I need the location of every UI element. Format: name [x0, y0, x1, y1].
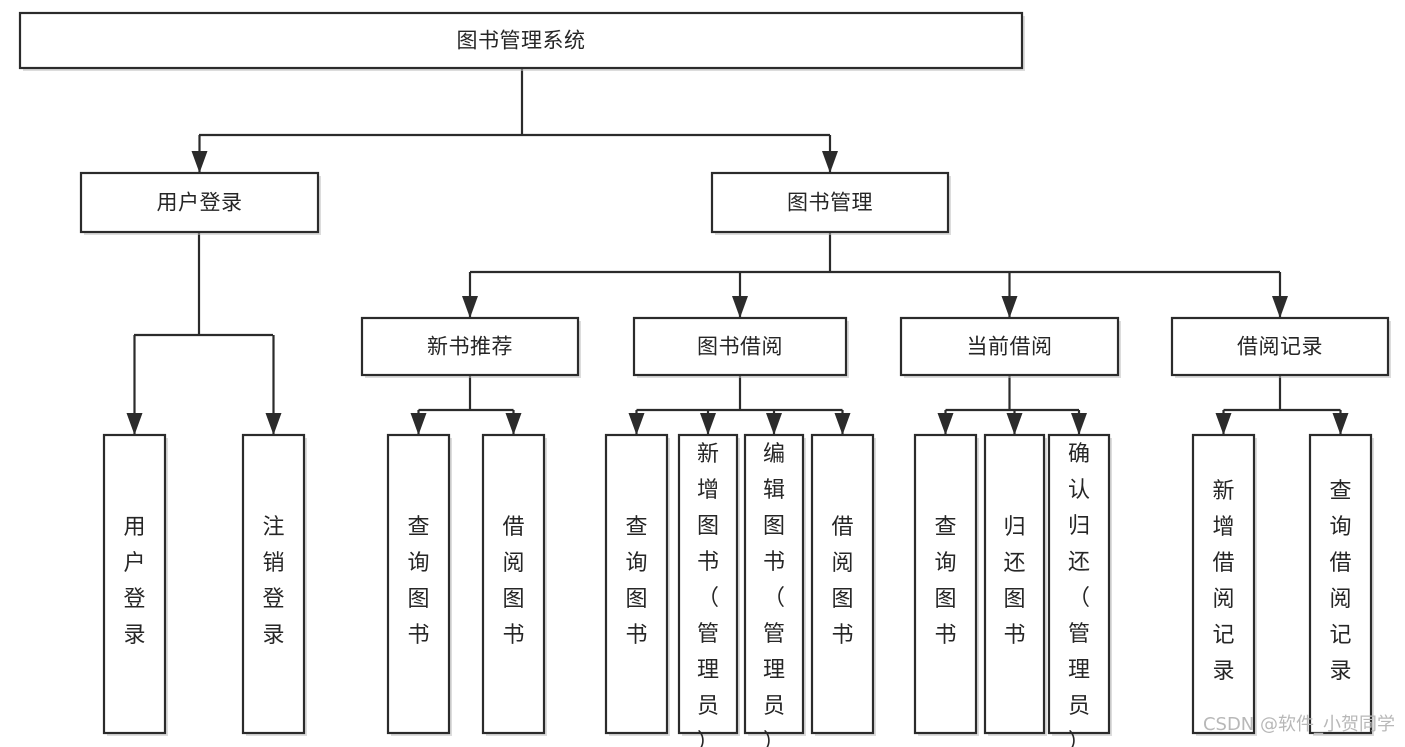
node-label: 图书管理	[787, 191, 873, 215]
node-label: 查询图书	[625, 515, 647, 648]
node-book-borrow[interactable]: 图书借阅	[632, 316, 849, 378]
node-box	[743, 433, 805, 735]
node-box	[1308, 433, 1373, 735]
node-box	[677, 433, 739, 735]
arrow-head-icon	[937, 413, 954, 435]
node-box	[899, 316, 1120, 377]
node-label: 查询图书	[934, 515, 956, 648]
node-leaf-borrow-book[interactable]: 借阅图书	[810, 433, 876, 736]
arrow-head-icon	[1332, 413, 1349, 435]
arrow-head-icon	[1001, 296, 1018, 318]
node-box	[360, 316, 580, 377]
node-leaf-query-book-new[interactable]: 查询图书	[386, 433, 452, 736]
arrow-head-icon	[732, 296, 748, 318]
node-box	[913, 433, 978, 735]
node-label: 确认归还（管理员）	[1068, 442, 1090, 747]
csdn-watermark: CSDN @软件_小贺同学	[1203, 714, 1395, 735]
node-label: 归还图书	[1003, 515, 1025, 648]
node-box	[481, 433, 546, 735]
node-label: 注销登录	[262, 515, 284, 648]
node-box	[386, 433, 451, 735]
node-box	[79, 171, 320, 234]
node-box	[983, 433, 1046, 735]
node-leaf-user-login[interactable]: 用户登录	[102, 433, 168, 736]
node-layer: 图书管理系统用户登录图书管理新书推荐图书借阅当前借阅借阅记录用户登录注销登录查询…	[18, 11, 1391, 747]
arrow-head-icon	[822, 151, 838, 173]
node-label: 借阅图书	[831, 515, 853, 648]
arrow-head-icon	[265, 413, 282, 435]
arrow-head-icon	[462, 296, 478, 318]
node-label: 查询图书	[407, 515, 429, 648]
node-leaf-edit-book-admin[interactable]: 编辑图书（管理员）	[743, 433, 806, 747]
node-label: 新书推荐	[427, 335, 513, 359]
node-label: 借阅图书	[502, 515, 524, 648]
node-label: 当前借阅	[967, 335, 1053, 359]
arrow-head-icon	[126, 413, 143, 435]
node-box	[241, 433, 306, 735]
node-box	[102, 433, 167, 735]
node-label: 新增借阅记录	[1212, 479, 1234, 684]
arrow-head-icon	[628, 413, 645, 435]
node-label: 新增图书（管理员）	[697, 442, 719, 747]
connector-layer	[126, 68, 1349, 435]
arrow-head-icon	[700, 413, 716, 435]
node-box	[810, 433, 875, 735]
node-label: 查询借阅记录	[1329, 479, 1351, 684]
node-leaf-add-borrow-record[interactable]: 新增借阅记录	[1191, 433, 1257, 736]
arrow-head-icon	[1272, 296, 1288, 318]
arrow-head-icon	[834, 413, 851, 435]
node-label: 图书管理系统	[457, 29, 586, 53]
node-label: 编辑图书（管理员）	[763, 442, 785, 747]
node-box	[18, 11, 1024, 70]
node-label: 图书借阅	[697, 335, 783, 359]
arrow-head-icon	[191, 151, 208, 173]
node-label: 用户登录	[123, 515, 145, 648]
arrow-head-icon	[505, 413, 522, 435]
node-leaf-confirm-return-admin[interactable]: 确认归还（管理员）	[1047, 433, 1112, 747]
node-leaf-return-book[interactable]: 归还图书	[983, 433, 1047, 736]
node-box	[1047, 433, 1111, 735]
node-current-borrow[interactable]: 当前借阅	[899, 316, 1121, 378]
node-box	[1191, 433, 1256, 735]
node-root[interactable]: 图书管理系统	[18, 11, 1025, 71]
arrow-head-icon	[1215, 413, 1232, 435]
arrow-head-icon	[1006, 413, 1023, 435]
arrow-head-icon	[410, 413, 427, 435]
node-label: 借阅记录	[1237, 335, 1323, 359]
node-new-book-recommend[interactable]: 新书推荐	[360, 316, 581, 378]
arrow-head-icon	[766, 413, 782, 435]
node-box	[710, 171, 950, 234]
node-user-login[interactable]: 用户登录	[79, 171, 321, 235]
node-box	[632, 316, 848, 377]
node-leaf-logout[interactable]: 注销登录	[241, 433, 307, 736]
arrow-head-icon	[1071, 413, 1087, 435]
node-label: 用户登录	[157, 191, 243, 215]
node-borrow-record[interactable]: 借阅记录	[1170, 316, 1391, 378]
node-leaf-query-book-borrow[interactable]: 查询图书	[604, 433, 670, 736]
node-leaf-add-book-admin[interactable]: 新增图书（管理员）	[677, 433, 740, 747]
node-leaf-query-book-current[interactable]: 查询图书	[913, 433, 979, 736]
node-leaf-borrow-book-new[interactable]: 借阅图书	[481, 433, 547, 736]
node-book-management[interactable]: 图书管理	[710, 171, 951, 235]
node-leaf-query-borrow-record[interactable]: 查询借阅记录	[1308, 433, 1374, 736]
node-box	[604, 433, 669, 735]
node-box	[1170, 316, 1390, 377]
